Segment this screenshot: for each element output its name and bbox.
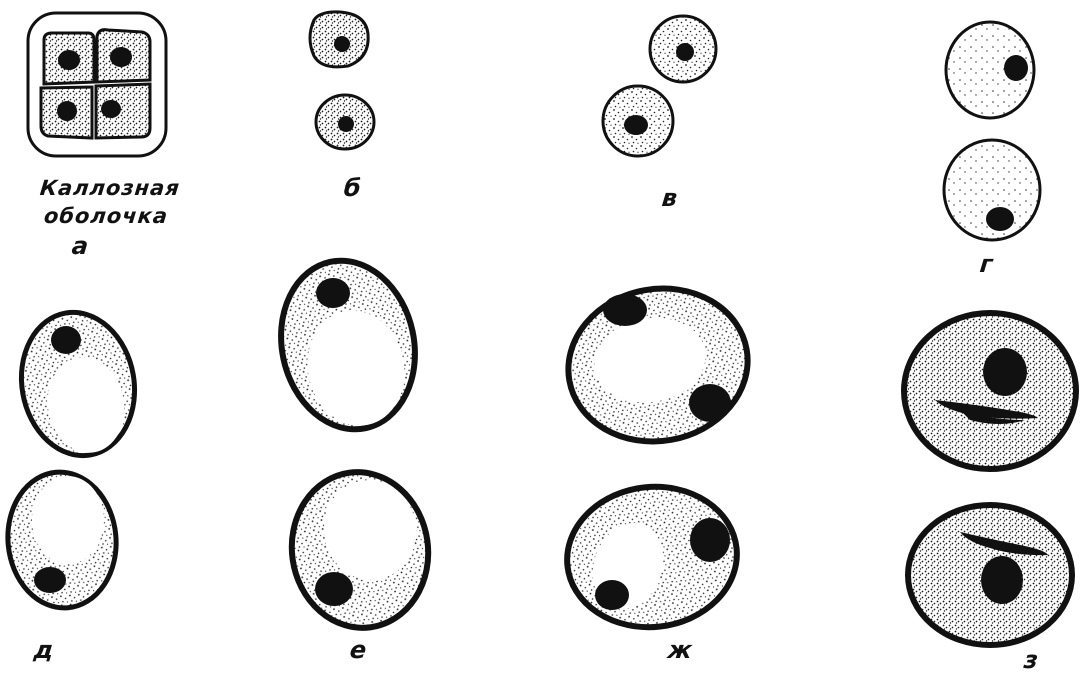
nucleus — [315, 572, 353, 606]
caption-callose-wall-line2: оболочка — [43, 206, 169, 227]
nucleus — [338, 116, 354, 132]
vegetative-nucleus — [981, 556, 1023, 604]
vegetative-nucleus — [983, 348, 1027, 396]
stage-b-young-microspores — [310, 12, 374, 149]
nucleus — [334, 36, 350, 52]
label-g: г — [979, 252, 994, 276]
pollen-grain — [904, 313, 1076, 469]
nucleus — [101, 100, 121, 118]
stage-z-mature-pollen — [904, 313, 1076, 645]
label-d: д — [33, 638, 55, 662]
stage-v-microspores — [603, 16, 716, 156]
nucleus — [58, 50, 80, 70]
stage-zh-binucleate-pollen — [556, 275, 760, 636]
nucleus — [34, 567, 66, 593]
nucleus — [603, 294, 647, 326]
stage-g-microspores — [944, 22, 1040, 240]
tetrad-cells — [41, 30, 150, 138]
label-v: в — [661, 186, 679, 210]
stage-e-vacuolated-microspores — [266, 248, 438, 637]
nucleus — [110, 47, 132, 67]
label-z: з — [1023, 648, 1039, 672]
label-e: е — [349, 638, 368, 662]
nucleus — [51, 326, 81, 354]
nucleus — [690, 518, 730, 562]
nucleus — [1004, 55, 1028, 81]
caption-callose-wall-line1: Каллозная — [39, 178, 181, 199]
label-zh: ж — [667, 638, 693, 662]
stage-a-tetrad — [28, 13, 166, 156]
nucleus — [689, 384, 731, 422]
nucleus — [316, 278, 350, 308]
vacuole — [32, 476, 104, 564]
nucleus — [624, 115, 648, 135]
nucleus — [57, 101, 77, 121]
nucleus — [986, 207, 1014, 231]
stage-d-vacuolated-microspores — [2, 303, 145, 612]
nucleus — [676, 43, 694, 61]
label-b: б — [343, 176, 362, 200]
nucleus — [595, 580, 629, 610]
label-a: а — [71, 234, 90, 258]
